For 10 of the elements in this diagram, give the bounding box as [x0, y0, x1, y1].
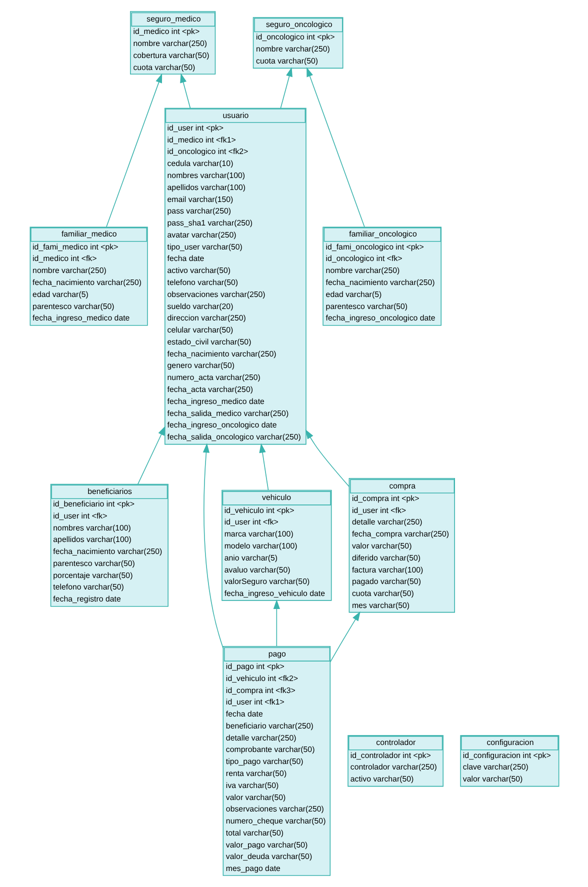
arrow — [202, 443, 223, 648]
arrow — [258, 443, 268, 490]
arrow — [306, 67, 364, 228]
arrow — [304, 429, 350, 487]
arrow — [106, 73, 162, 228]
arrow — [136, 426, 165, 485]
arrow — [329, 611, 360, 662]
arrow — [180, 73, 190, 109]
arrow — [272, 599, 280, 647]
arrow — [280, 67, 292, 109]
